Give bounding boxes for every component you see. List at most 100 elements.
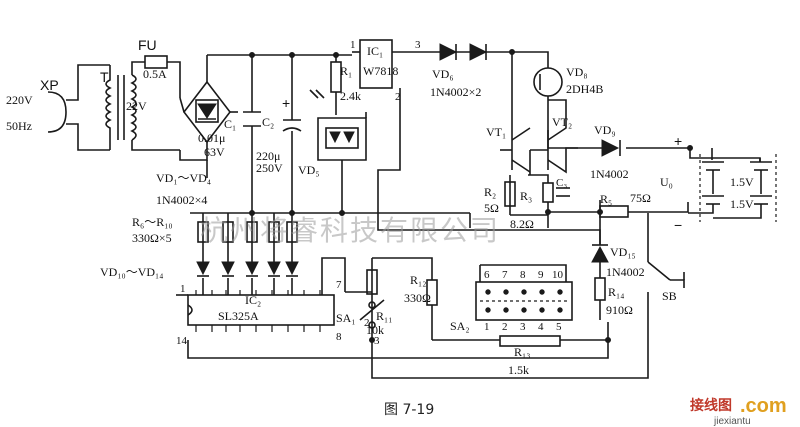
junction-dots bbox=[249, 49, 693, 343]
button-sb bbox=[670, 272, 685, 288]
label-r14-val: 910Ω bbox=[606, 303, 633, 317]
resistor-r12 bbox=[426, 279, 438, 306]
label-vd10-vd14: VD₁₀～VD₁₄ bbox=[100, 265, 163, 279]
fuse-fu bbox=[144, 55, 181, 98]
capacitor-c1 bbox=[243, 111, 261, 127]
label-r12: R₁₂ bbox=[410, 273, 426, 287]
label-sa2-b2: 2 bbox=[502, 321, 508, 333]
label-vd8: VD₈ bbox=[566, 65, 588, 79]
label-c2-val: 220μ bbox=[256, 149, 280, 163]
label-u0: U₀ bbox=[660, 175, 673, 189]
label-minus-out: − bbox=[674, 217, 682, 233]
label-r3: R₃ bbox=[520, 189, 532, 203]
ic2-driver bbox=[187, 290, 335, 332]
label-r14: R₁₄ bbox=[608, 285, 624, 299]
label-sa1-pin2: 2 bbox=[364, 317, 370, 329]
label-cell-bottom: 1.5V bbox=[730, 197, 754, 211]
label-sa2-b3: 3 bbox=[520, 321, 526, 333]
label-sa1: SA₁ bbox=[336, 311, 356, 325]
ic1-regulator bbox=[352, 39, 393, 89]
label-r6-val: 330Ω×5 bbox=[132, 231, 172, 245]
label-ic1-pin1: 1 bbox=[350, 39, 356, 51]
label-plus-out: + bbox=[674, 133, 682, 149]
label-pin8: 8 bbox=[336, 331, 342, 343]
capacitor-c2 bbox=[282, 119, 302, 132]
label-vd6: VD₆ bbox=[432, 67, 454, 81]
led-vd5 bbox=[309, 89, 359, 149]
leds-vd10-vd14 bbox=[196, 261, 299, 277]
logo-com: .com bbox=[740, 395, 787, 417]
label-vd9: VD₉ bbox=[594, 123, 616, 137]
label-sa2-b1: 1 bbox=[484, 321, 490, 333]
label-ic2-part: SL325A bbox=[218, 309, 259, 323]
label-c3: C₃ bbox=[556, 177, 567, 189]
label-sa2-t10: 10 bbox=[552, 269, 564, 281]
label-vd9-type: 1N4002 bbox=[590, 167, 629, 181]
label-r11: R₁₁ bbox=[376, 309, 392, 323]
label-ic1-pin3: 3 bbox=[415, 39, 421, 51]
label-r13-val: 1.5k bbox=[508, 363, 529, 377]
label-r13: R₁₃ bbox=[514, 345, 530, 359]
label-vd-type: 1N4002×4 bbox=[156, 193, 207, 207]
diode-vd15 bbox=[591, 244, 609, 263]
component-labels: XP T FU 0.5A 220V 50Hz 22V C₁ 0.01μ 63V … bbox=[6, 37, 754, 377]
label-c2: C₂ bbox=[262, 115, 274, 129]
label-r1: R₁ bbox=[340, 64, 352, 78]
label-c1: C₁ bbox=[224, 117, 236, 131]
label-ic2: IC₂ bbox=[245, 293, 261, 307]
label-sa2-t9: 9 bbox=[538, 269, 544, 281]
resistor-r1 bbox=[330, 61, 342, 93]
label-c1-volt: 63V bbox=[204, 145, 225, 159]
label-sa2-t6: 6 bbox=[484, 269, 490, 281]
bridge-rectifier bbox=[179, 80, 238, 178]
diode-vd9 bbox=[601, 139, 621, 157]
label-fuse-rating: 0.5A bbox=[143, 67, 167, 81]
label-sa2: SA₂ bbox=[450, 319, 470, 333]
label-c1-val: 0.01μ bbox=[198, 131, 225, 145]
label-vt2: VT₂ bbox=[552, 115, 572, 129]
plug-xp bbox=[47, 64, 110, 151]
label-fu: FU bbox=[138, 37, 157, 53]
label-sa2-b4: 4 bbox=[538, 321, 544, 333]
label-ic1: IC₁ bbox=[367, 44, 383, 58]
label-ic1-part: W7818 bbox=[363, 64, 398, 78]
logo-cn: 接线图 bbox=[690, 397, 732, 414]
label-cell-top: 1.5V bbox=[730, 175, 754, 189]
label-22v: 22V bbox=[126, 99, 147, 113]
label-vd1-vd4: VD₁～VD₄ bbox=[156, 171, 211, 185]
resistor-r13 bbox=[432, 335, 608, 347]
resistors-r2-r3 bbox=[504, 181, 570, 207]
label-r5-val: 75Ω bbox=[630, 191, 651, 205]
label-pin7: 7 bbox=[336, 279, 342, 291]
label-c2-volt: 250V bbox=[256, 161, 283, 175]
label-vd15-type: 1N4002 bbox=[606, 265, 645, 279]
battery-cells bbox=[688, 148, 777, 222]
logo-url: jiexiantu bbox=[713, 416, 751, 427]
label-vd5: VD₅ bbox=[298, 163, 320, 177]
transformer-t bbox=[105, 61, 180, 151]
label-r12-val: 330Ω bbox=[404, 291, 431, 305]
resistor-r14 bbox=[594, 277, 606, 301]
label-c2-plus: + bbox=[282, 95, 290, 111]
label-220v: 220V bbox=[6, 93, 33, 107]
label-sb: SB bbox=[662, 289, 677, 303]
watermark-text: 杭州将睿科技有限公司 bbox=[200, 214, 500, 247]
label-sa2-t8: 8 bbox=[520, 269, 526, 281]
label-vt1: VT₁ bbox=[486, 125, 506, 139]
transistors-vt1-vt2 bbox=[500, 99, 578, 174]
switch-sa2 bbox=[475, 281, 573, 321]
label-sa2-b5: 5 bbox=[556, 321, 562, 333]
resistors-r6-r10 bbox=[197, 221, 298, 243]
resistor-r5 bbox=[599, 205, 629, 218]
figure-caption: 图 7-19 bbox=[384, 402, 434, 418]
label-ic1-pin2: 2 bbox=[395, 91, 401, 103]
label-r11-val: 10k bbox=[366, 323, 384, 337]
label-t: T bbox=[100, 69, 109, 85]
diodes-vd6-vd7 bbox=[439, 43, 488, 61]
label-r3-val: 8.2Ω bbox=[510, 217, 534, 231]
label-vd15: VD₁₅ bbox=[610, 245, 636, 259]
label-pin1: 1 bbox=[180, 283, 186, 295]
switch-sa1 bbox=[359, 269, 385, 329]
